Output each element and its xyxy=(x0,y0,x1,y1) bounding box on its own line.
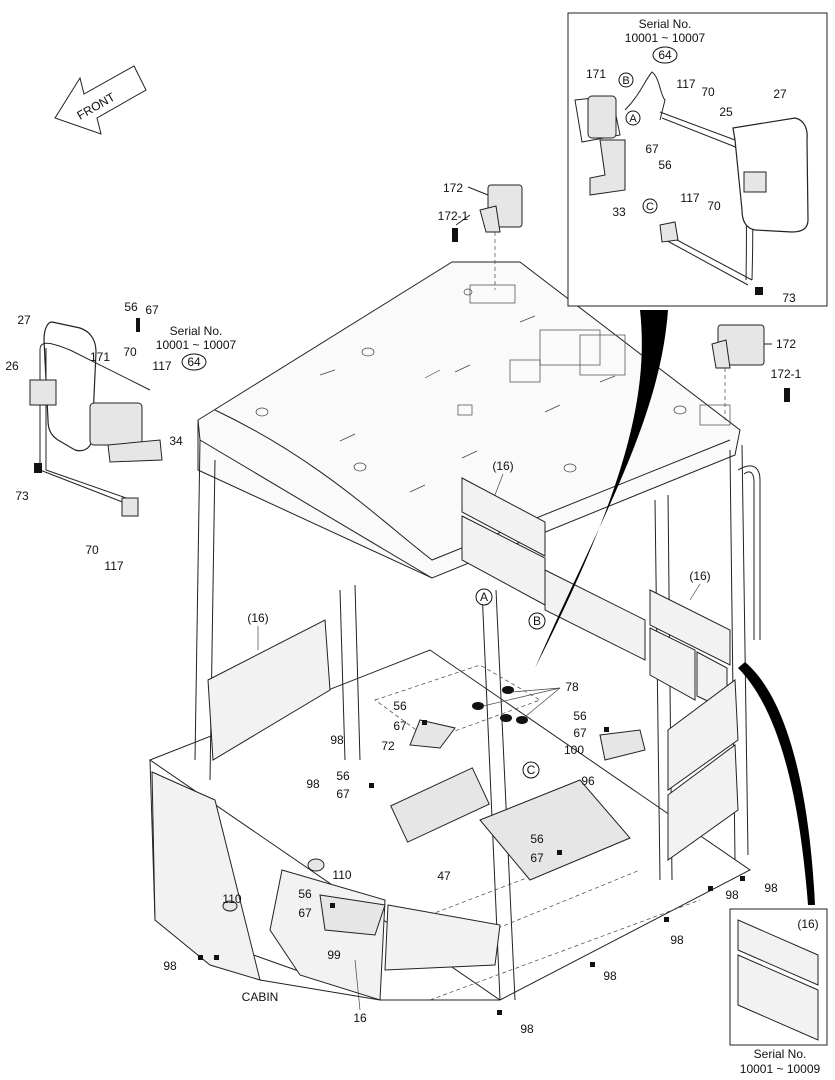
label-73-left: 73 xyxy=(15,489,29,503)
label-56-b: 56 xyxy=(573,709,587,723)
inset-label-70-top: 70 xyxy=(701,85,715,99)
label-110-b: 110 xyxy=(222,892,241,906)
label-171-left: 171 xyxy=(90,350,110,364)
inset-label-64: 64 xyxy=(658,48,672,62)
label-16-left: (16) xyxy=(247,611,268,625)
inset-label-33: 33 xyxy=(612,205,626,219)
label-110-a: 110 xyxy=(332,868,351,882)
inset-bottom-serial-range: 10001 ~ 10009 xyxy=(740,1062,821,1076)
inset-label-27: 27 xyxy=(773,87,787,101)
inset-label-56: 56 xyxy=(658,158,672,172)
inset-label-16: (16) xyxy=(797,917,818,931)
label-98-g: 98 xyxy=(725,888,739,902)
mirror-serial-range: 10001 ~ 10007 xyxy=(156,338,237,352)
label-27-left: 27 xyxy=(17,313,31,327)
label-16-right: (16) xyxy=(689,569,710,583)
label-56-e: 56 xyxy=(298,887,312,901)
inset-mirror-detail: Serial No. 10001 ~ 10007 64 171 B 117 70… xyxy=(567,12,828,307)
inset-label-117-bot: 117 xyxy=(680,191,699,205)
label-C-floor: C xyxy=(527,763,536,777)
label-100: 100 xyxy=(564,743,584,757)
label-98-f: 98 xyxy=(670,933,684,947)
mirror-serial-title: Serial No. xyxy=(170,324,223,338)
mirror-assembly-left: 64 Serial No. 10001 ~ 10007 56 67 27 26 … xyxy=(5,300,236,573)
cabin-body xyxy=(148,261,761,1001)
label-117-left-bot: 117 xyxy=(104,559,123,573)
label-56-left: 56 xyxy=(124,300,138,314)
label-96: 96 xyxy=(581,774,595,788)
label-67-d: 67 xyxy=(530,851,544,865)
label-99: 99 xyxy=(327,948,341,962)
panel-labels: (16) (16) (16) 16 xyxy=(247,459,710,1025)
label-78: 78 xyxy=(565,680,579,694)
label-56-d: 56 xyxy=(530,832,544,846)
label-34-left: 34 xyxy=(169,434,183,448)
label-117-left: 117 xyxy=(152,359,171,373)
label-98-e: 98 xyxy=(603,969,617,983)
label-56-a: 56 xyxy=(393,699,407,713)
inset-label-171: 171 xyxy=(586,67,606,81)
label-67-a: 67 xyxy=(393,719,407,733)
label-172-1-right: 172-1 xyxy=(771,367,802,381)
label-172-right: 172 xyxy=(776,337,796,351)
inset-serial-title: Serial No. xyxy=(639,17,692,31)
inset-label-25: 25 xyxy=(719,105,733,119)
label-16-roof: (16) xyxy=(492,459,513,473)
inset-label-70-bot: 70 xyxy=(707,199,721,213)
inset-label-117-top: 117 xyxy=(676,77,695,91)
label-72: 72 xyxy=(381,739,395,753)
label-64-left: 64 xyxy=(187,355,201,369)
label-67-left: 67 xyxy=(145,303,159,317)
label-98-h: 98 xyxy=(764,881,778,895)
label-16-front: 16 xyxy=(353,1011,367,1025)
label-172-top: 172 xyxy=(443,181,463,195)
inset-label-73: 73 xyxy=(782,291,796,305)
lamp-172-top: 172 172-1 xyxy=(438,181,523,290)
label-56-c: 56 xyxy=(336,769,350,783)
callout-leader-top xyxy=(535,310,668,668)
inset-panel-detail: (16) Serial No. 10001 ~ 10009 xyxy=(729,908,828,1076)
inset-label-B: B xyxy=(622,75,629,87)
inset-label-67: 67 xyxy=(645,142,659,156)
label-67-e: 67 xyxy=(298,906,312,920)
label-A-cabin: A xyxy=(480,590,488,604)
label-98-b: 98 xyxy=(306,777,320,791)
label-67-c: 67 xyxy=(336,787,350,801)
callout-leader-bottom xyxy=(738,662,815,905)
inset-label-C: C xyxy=(646,201,654,213)
roof-details xyxy=(255,284,731,493)
label-70-left: 70 xyxy=(123,345,137,359)
cabin-label: CABIN xyxy=(242,990,279,1004)
label-98-c: 98 xyxy=(163,959,177,973)
inset-bottom-serial-title: Serial No. xyxy=(754,1047,807,1061)
label-47: 47 xyxy=(437,869,451,883)
label-67-b: 67 xyxy=(573,726,587,740)
insulation-panels xyxy=(207,477,739,861)
floor-labels: 78 56 67 98 72 100 C 56 67 98 96 56 67 1… xyxy=(163,588,778,1036)
label-B-cabin: B xyxy=(533,614,541,628)
panel-left xyxy=(207,619,331,761)
label-70-left-bot: 70 xyxy=(85,543,99,557)
lamp-172-right: 172 172-1 xyxy=(711,324,802,420)
front-arrow: FRONT xyxy=(54,65,147,135)
label-172-1-top: 172-1 xyxy=(438,209,469,223)
label-26-left: 26 xyxy=(5,359,19,373)
label-98-d: 98 xyxy=(520,1022,534,1036)
inset-label-A: A xyxy=(629,113,637,125)
label-98-a: 98 xyxy=(330,733,344,747)
inset-serial-range: 10001 ~ 10007 xyxy=(625,31,706,45)
